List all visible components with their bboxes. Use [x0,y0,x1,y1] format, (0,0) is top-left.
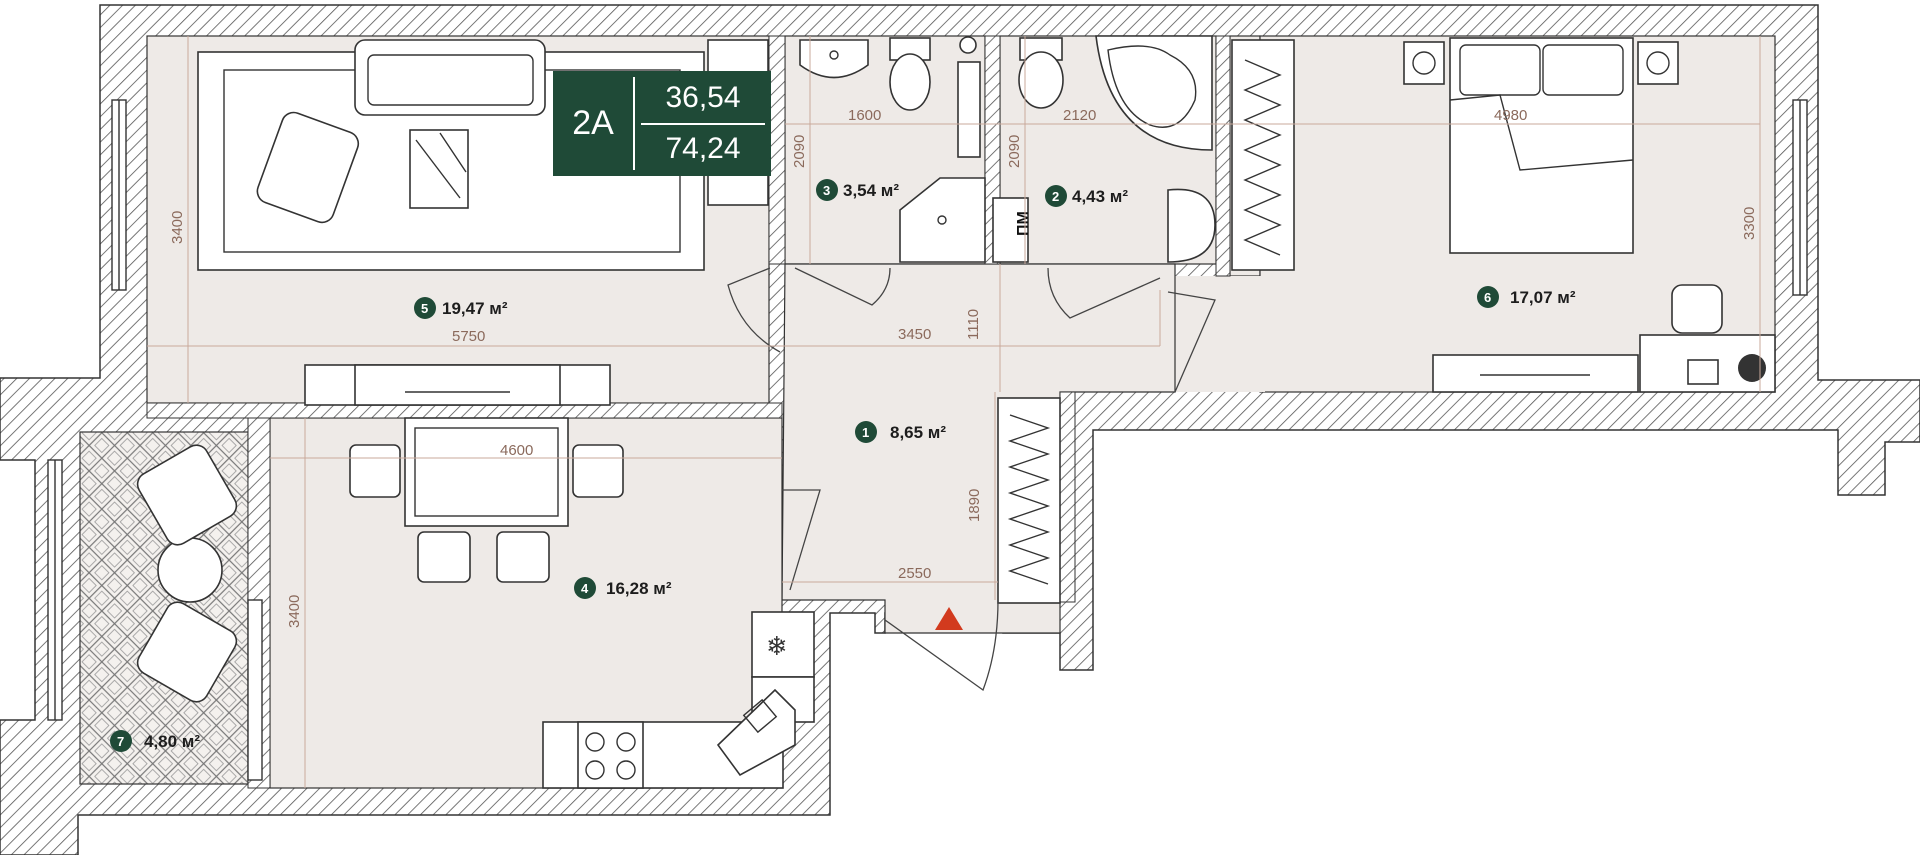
balcony-furniture [136,444,238,703]
room-1-number: 1 [862,425,869,440]
unit-label: 2A [572,104,614,142]
entrance-marker [935,607,963,630]
service-cabinet [992,197,1029,263]
room-7-area: 4,80 м² [144,732,200,751]
dim-1110: 1110 [965,309,982,340]
doors [727,267,1216,692]
dim-3400-kitchen: 3400 [286,595,303,628]
dim-1600: 1600 [848,107,881,124]
dimension-labels: 1600 2120 4980 2090 2090 3400 3300 5750 … [169,107,1758,628]
chair [1671,284,1723,334]
svg-text:❄: ❄ [766,632,788,662]
unit-info-box: 2A 36,54 74,24 [553,71,771,176]
bedroom-wardrobe [1231,39,1295,271]
room-5-label: 5 19,47 м² [414,297,508,319]
room-6-label: 6 17,07 м² [1477,286,1576,308]
nightstand-left [1403,41,1445,85]
balcony-chair-top [136,444,238,546]
unit-living-area: 36,54 [665,81,741,114]
dim-2090-right: 2090 [1006,135,1023,168]
room-2-label: 2 4,43 м² [1045,185,1128,207]
room-4-area: 16,28 м² [606,579,672,598]
unit-total-area: 74,24 [665,132,741,165]
room-3-area: 3,54 м² [843,181,899,200]
room-6-floor-lower [1175,276,1265,392]
dim-4980: 4980 [1494,107,1527,124]
fridge-icon [751,611,815,678]
armchair [256,111,360,224]
sofa [354,39,546,116]
room-2-area: 4,43 м² [1072,187,1128,206]
kitchen-sink-icon [716,688,796,777]
nightstand-right [1637,41,1679,85]
room-6-number: 6 [1484,290,1491,305]
unit-separator [633,77,635,170]
room-7-number: 7 [117,734,124,749]
inner-walls [146,35,1231,789]
dimension-lines [147,36,1761,788]
wardrobes [997,39,1295,604]
room-labels: 1 8,65 м² 2 4,43 м² 3 3,54 м² 4 16,28 м²… [110,179,1576,752]
dim-3300: 3300 [1741,207,1758,240]
hall-wardrobe [997,397,1061,604]
room-4-number: 4 [581,581,589,596]
stove-icon [577,721,644,789]
bedroom-tv-cabinet [1432,354,1639,393]
room-2-number: 2 [1052,189,1059,204]
dim-2550: 2550 [898,565,931,582]
sink-2-icon [1167,188,1216,263]
room-3-number: 3 [823,183,830,198]
chair-left [349,444,401,498]
dim-4600: 4600 [500,442,533,459]
room-5-area: 19,47 м² [442,299,508,318]
dim-5750: 5750 [452,328,485,345]
room-1-area: 8,65 м² [890,423,946,442]
chair-bottom-1 [417,531,471,583]
bathroom-3-fixtures [799,36,986,263]
shower-tray [899,177,986,263]
room-4-label: 4 16,28 м² [574,577,672,599]
dim-3400-living: 3400 [169,211,186,244]
bedroom-furniture [1403,37,1776,393]
dim-1890: 1890 [966,489,983,522]
chair-right [572,444,624,498]
room-5-number: 5 [421,301,428,316]
room-1-label: 1 8,65 м² [855,421,946,443]
room-6-area: 17,07 м² [1510,288,1576,307]
pm-label: ПМ [1015,211,1032,236]
bed [1449,37,1634,254]
dim-2120: 2120 [1063,107,1096,124]
room-1-floor [781,263,1176,634]
balcony-chair-bottom [136,601,238,703]
balcony-table [157,537,223,603]
room-7-label: 7 4,80 м² [110,730,200,752]
dim-2090-left: 2090 [791,135,808,168]
room-3-label: 3 3,54 м² [816,179,899,201]
chair-bottom-2 [496,531,550,583]
bathroom-2-fixtures: ПМ [992,35,1216,263]
dim-3450: 3450 [898,326,931,343]
windows [47,99,1808,781]
dining-table [404,417,569,527]
unit-divider [641,123,765,125]
